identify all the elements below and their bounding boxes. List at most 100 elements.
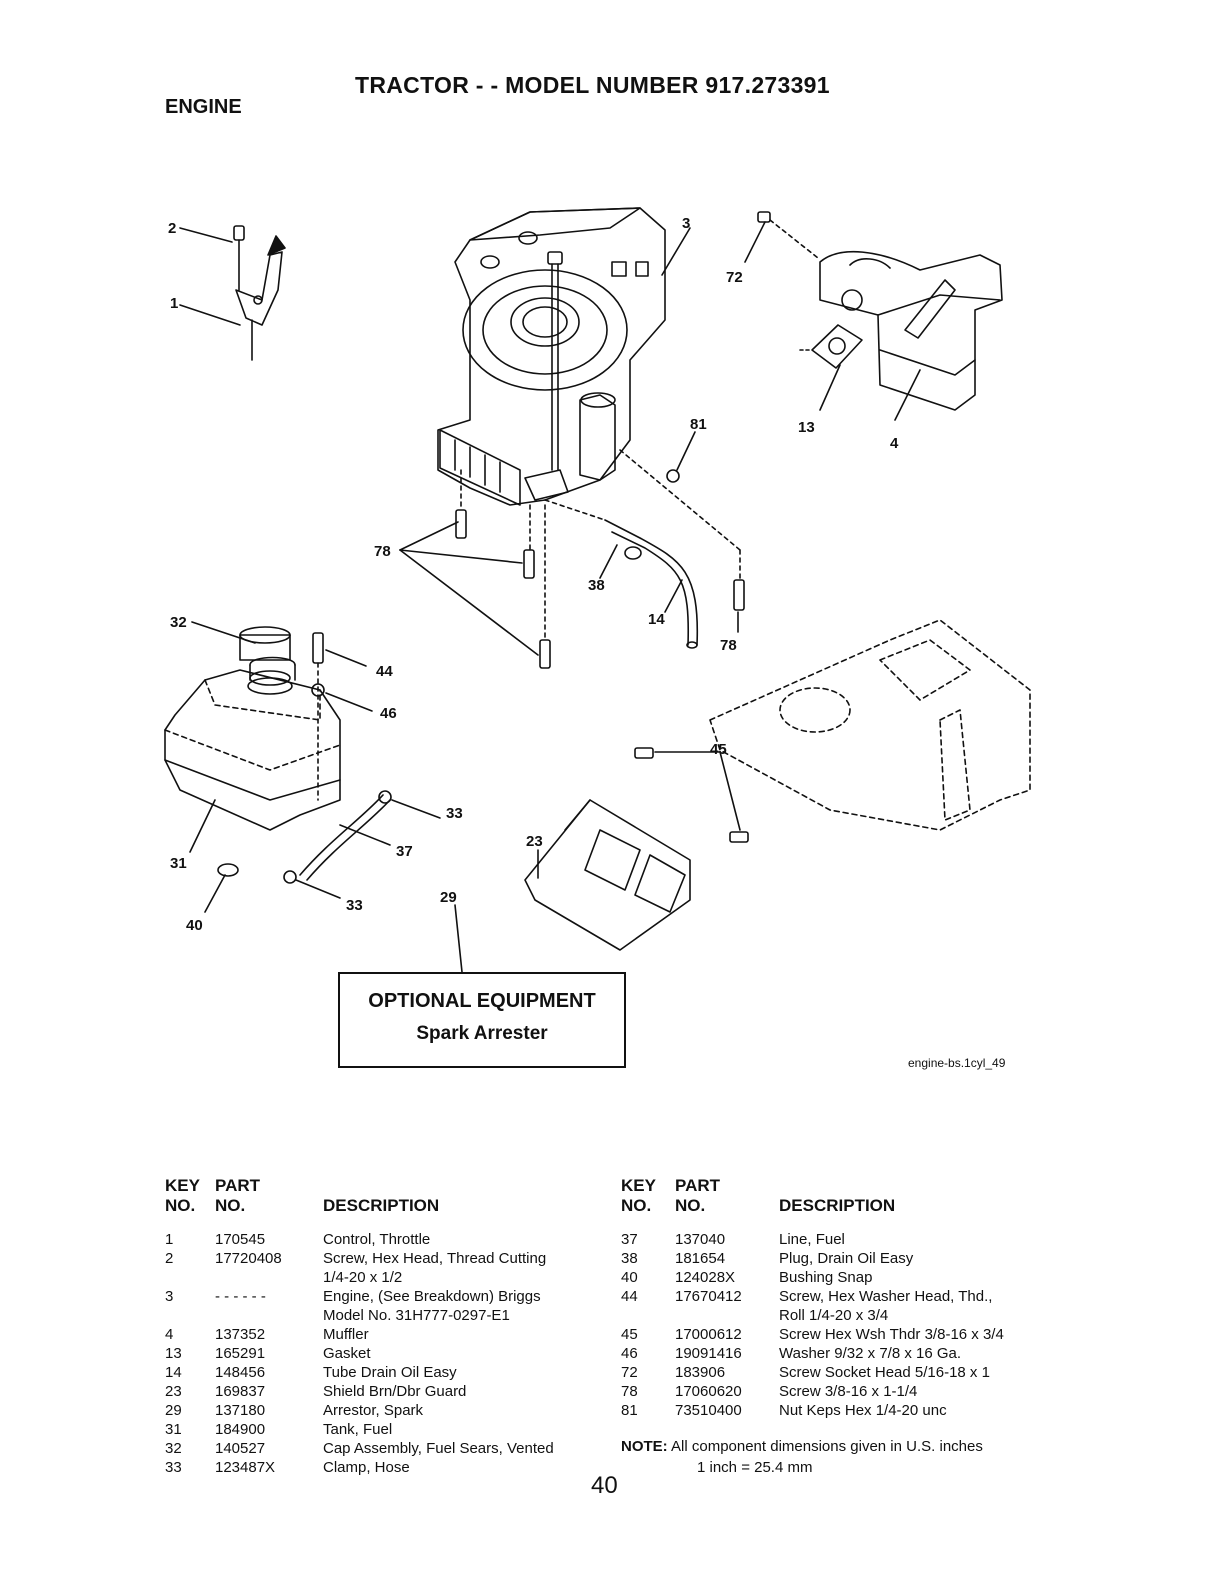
part-description: Nut Keps Hex 1/4-20 unc (779, 1401, 1069, 1420)
key-number: 3 (165, 1288, 174, 1305)
table-row: 78 17060620 Screw 3/8-16 x 1-1/4 (621, 1382, 1069, 1401)
fuel-tank-drawing (164, 626, 341, 877)
part-description: Tank, Fuel (323, 1420, 613, 1439)
callout-46: 46 (380, 705, 397, 722)
part-number: 148456 (215, 1364, 266, 1381)
key-number: 33 (165, 1459, 182, 1476)
header-key-line2: NO. (165, 1196, 196, 1215)
note-line-1: NOTE: All component dimensions given in … (621, 1436, 983, 1457)
description-line: Bushing Snap (779, 1269, 873, 1286)
part-description: Plug, Drain Oil Easy (779, 1249, 1069, 1268)
part-number: 137180 (215, 1402, 266, 1419)
engine-drawing (437, 207, 666, 506)
callout-81: 81 (690, 416, 707, 433)
drain-tube-drawing (544, 499, 699, 649)
table-row: 23 169837 Shield Brn/Dbr Guard (165, 1382, 613, 1401)
key-number: 38 (621, 1250, 638, 1267)
callout-4: 4 (890, 435, 899, 452)
description-line: Screw, Hex Washer Head, Thd., (779, 1288, 993, 1305)
part-number: 170545 (215, 1231, 266, 1248)
description-line: Cap Assembly, Fuel Sears, Vented (323, 1440, 554, 1457)
header-part-line2: NO. (215, 1196, 246, 1215)
note-label: NOTE: (621, 1438, 668, 1455)
header-part-no: PART NO. (215, 1176, 323, 1230)
description-line: Washer 9/32 x 7/8 x 16 Ga. (779, 1345, 962, 1362)
description-line: Screw Socket Head 5/16-18 x 1 (779, 1364, 990, 1381)
description-line: Roll 1/4-20 x 3/4 (779, 1307, 889, 1324)
header-key-no: KEY NO. (165, 1176, 215, 1230)
header-description: DESCRIPTION (779, 1196, 896, 1215)
description-line: Tube Drain Oil Easy (323, 1364, 457, 1381)
optional-equipment-title: OPTIONAL EQUIPMENT (368, 990, 596, 1012)
part-number: - - - - - - (215, 1288, 266, 1305)
optional-equipment-subtitle: Spark Arrester (416, 1023, 548, 1044)
description-line: Arrestor, Spark (323, 1402, 424, 1419)
key-number: 2 (165, 1250, 174, 1267)
part-description: Tube Drain Oil Easy (323, 1363, 613, 1382)
part-number: 183906 (675, 1364, 726, 1381)
key-number: 78 (621, 1383, 638, 1400)
drawing-code: engine-bs.1cyl_49 (908, 1056, 1006, 1070)
part-description: Cap Assembly, Fuel Sears, Vented (323, 1439, 613, 1458)
optional-equipment-box: OPTIONAL EQUIPMENT Spark Arrester (338, 972, 626, 1068)
callout-13: 13 (798, 419, 815, 436)
throttle-control-drawing (233, 225, 286, 361)
part-description: Screw Socket Head 5/16-18 x 1 (779, 1363, 1069, 1382)
table-row: 3 - - - - - - Engine, (See Breakdown) Brig… (165, 1287, 613, 1325)
key-number: 23 (165, 1383, 182, 1400)
note-text: All component dimensions given in U.S. i… (671, 1438, 983, 1455)
description-line: Shield Brn/Dbr Guard (323, 1383, 467, 1400)
callout-37: 37 (396, 843, 413, 860)
callout-3: 3 (682, 215, 690, 232)
muffler-drawing (757, 211, 1003, 411)
callout-32: 32 (170, 614, 187, 631)
part-number: 17060620 (675, 1383, 742, 1400)
note-line-2: 1 inch = 25.4 mm (697, 1459, 813, 1476)
description-line: Screw Hex Wsh Thdr 3/8-16 x 3/4 (779, 1326, 1004, 1343)
table-row: 29 137180 Arrestor, Spark (165, 1401, 613, 1420)
table-header-row: KEY NO. PART NO. DESCRIPTION (621, 1176, 1069, 1230)
callout-29: 29 (440, 889, 457, 906)
key-number: 45 (621, 1326, 638, 1343)
callout-33-top: 33 (446, 805, 463, 822)
description-line: Nut Keps Hex 1/4-20 unc (779, 1402, 947, 1419)
part-description: Washer 9/32 x 7/8 x 16 Ga. (779, 1344, 1069, 1363)
description-line: Control, Throttle (323, 1231, 431, 1248)
callout-leaders (179, 221, 921, 973)
description-line: Line, Fuel (779, 1231, 845, 1248)
page-title: TRACTOR - - MODEL NUMBER 917.273391 (355, 72, 830, 98)
section-title: ENGINE (165, 96, 242, 118)
part-description: Screw 3/8-16 x 1-1/4 (779, 1382, 1069, 1401)
tractor-frame-drawing (709, 619, 1031, 831)
description-line: Engine, (See Breakdown) Briggs (323, 1288, 541, 1305)
description-line: Model No. 31H777-0297-E1 (323, 1307, 510, 1324)
key-number: 29 (165, 1402, 182, 1419)
header-part-line1: PART (215, 1176, 261, 1195)
part-description: Arrestor, Spark (323, 1401, 613, 1420)
part-description: Line, Fuel (779, 1230, 1069, 1249)
callout-78-left: 78 (374, 543, 391, 560)
part-number: 169837 (215, 1383, 266, 1400)
part-description: Shield Brn/Dbr Guard (323, 1382, 613, 1401)
description-line: Clamp, Hose (323, 1459, 410, 1476)
header-description: DESCRIPTION (323, 1196, 440, 1215)
page-number: 40 (591, 1472, 618, 1499)
description-line: Plug, Drain Oil Easy (779, 1250, 914, 1267)
part-number: 17720408 (215, 1250, 282, 1267)
callout-2: 2 (168, 220, 176, 237)
header-part-no: PART NO. (675, 1176, 779, 1230)
